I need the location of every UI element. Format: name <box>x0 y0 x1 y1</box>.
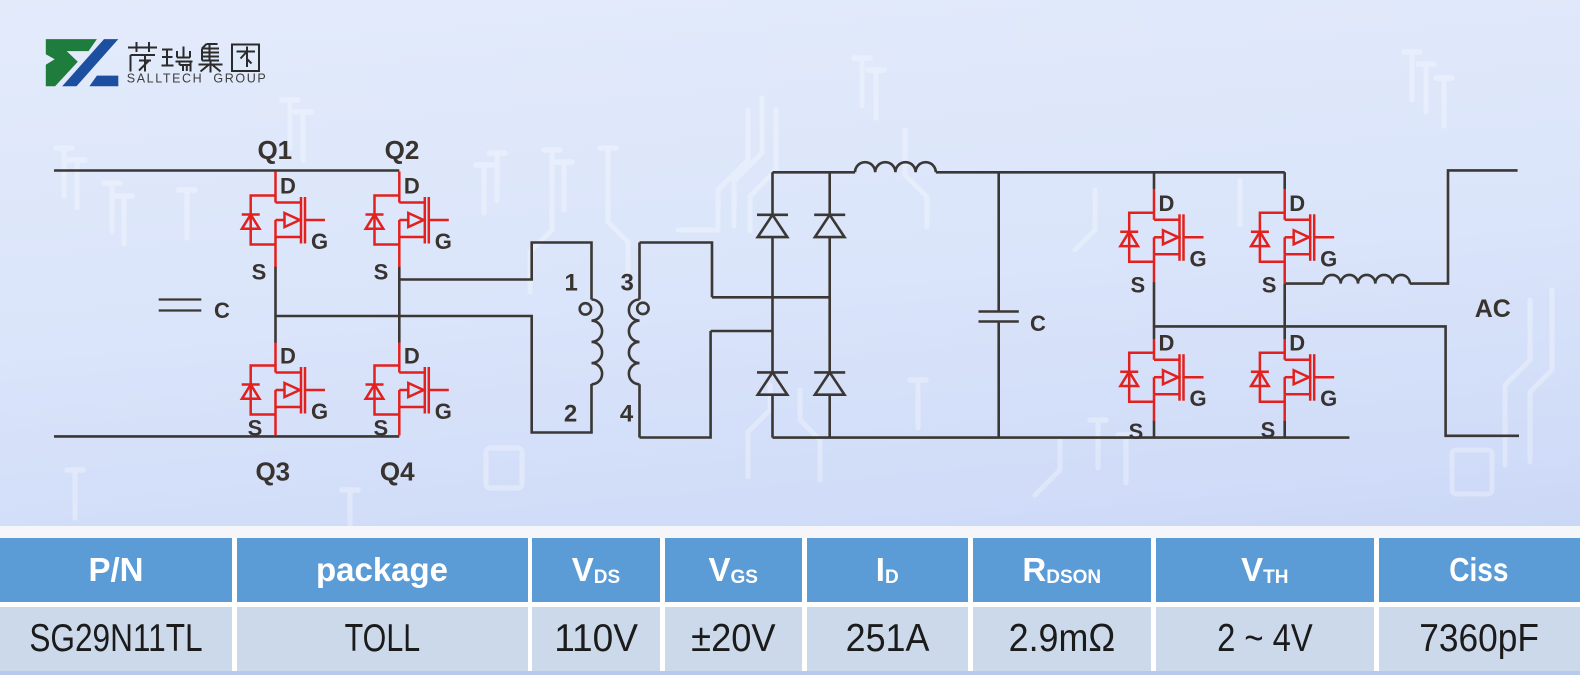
svg-text:SALLTECH GROUP: SALLTECH GROUP <box>127 72 267 86</box>
svg-text:Q3: Q3 <box>255 457 290 487</box>
svg-text:3: 3 <box>621 270 634 297</box>
svg-text:4: 4 <box>620 401 634 428</box>
svg-text:Q1: Q1 <box>257 135 292 165</box>
svg-text:S: S <box>1129 419 1144 444</box>
svg-text:S: S <box>1262 272 1277 297</box>
svg-text:AC: AC <box>1475 295 1511 323</box>
svg-text:S: S <box>248 416 263 441</box>
svg-text:C: C <box>1030 311 1046 336</box>
svg-text:S: S <box>374 260 389 285</box>
svg-text:S: S <box>1261 418 1276 443</box>
svg-text:S: S <box>1130 272 1145 297</box>
svg-text:S: S <box>373 416 388 441</box>
svg-text:S: S <box>252 260 267 285</box>
svg-text:Q2: Q2 <box>385 135 420 165</box>
svg-text:C: C <box>214 298 230 323</box>
svg-text:2: 2 <box>564 401 577 428</box>
svg-text:1: 1 <box>565 270 578 297</box>
svg-text:Q4: Q4 <box>380 457 415 487</box>
